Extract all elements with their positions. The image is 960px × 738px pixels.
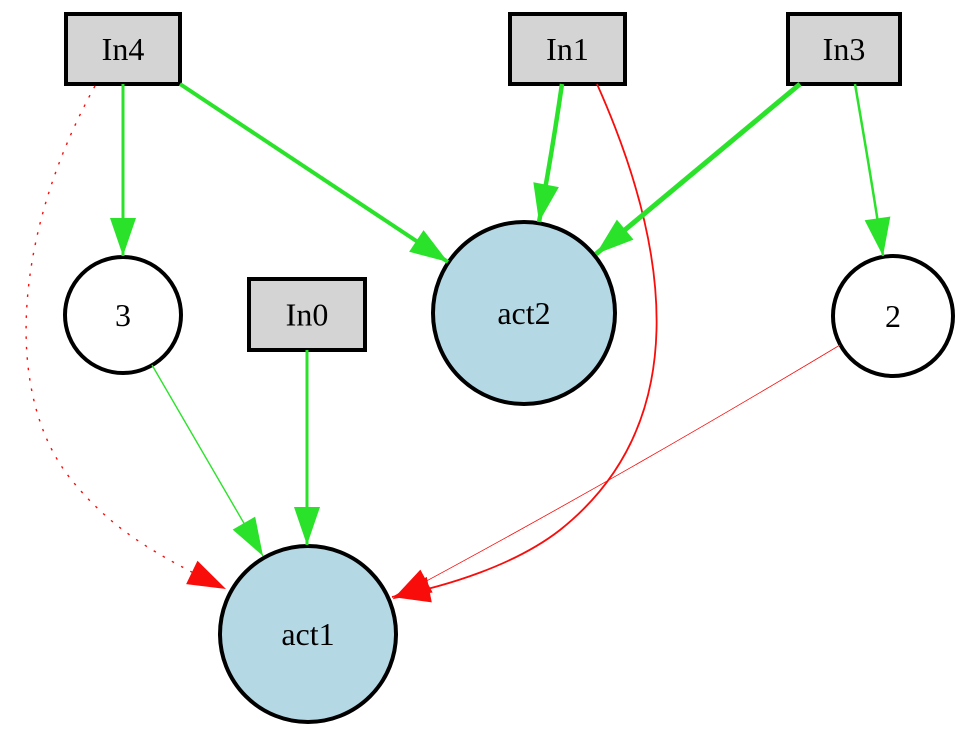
input-box-shape: [247, 277, 367, 352]
node-In0: In0: [247, 277, 367, 352]
state-circle-shape: [431, 220, 617, 406]
state-circle-shape: [218, 544, 398, 724]
node-act2: act2: [431, 220, 617, 406]
edge-In3-n2: [853, 83, 891, 257]
edge-n2-act1: [392, 344, 841, 600]
node-label-In1: In1: [546, 31, 589, 67]
node-label-act2: act2: [497, 295, 550, 331]
node-n3: 3: [63, 255, 183, 375]
edge-In1-act1: [391, 83, 658, 603]
state-circle-shape: [831, 254, 955, 378]
edge-In4-act2: [178, 82, 450, 264]
node-label-In3: In3: [823, 31, 866, 67]
node-In4: In4: [64, 12, 182, 86]
node-label-In4: In4: [102, 31, 145, 67]
node-label-n2: 2: [885, 298, 901, 334]
node-label-act1: act1: [281, 616, 334, 652]
node-In1: In1: [508, 12, 627, 86]
input-box-shape: [786, 12, 902, 86]
edge-In3-act2: [594, 82, 802, 256]
edge-In4-act1: [25, 85, 227, 590]
node-label-In0: In0: [286, 296, 329, 332]
node-n2: 2: [831, 254, 955, 378]
edge-In1-act2: [533, 83, 565, 223]
input-box-shape: [508, 12, 627, 86]
node-In3: In3: [786, 12, 902, 86]
node-act1: act1: [218, 544, 398, 724]
node-label-n3: 3: [115, 297, 131, 333]
state-circle-shape: [63, 255, 183, 375]
edge-n3-act1: [151, 364, 264, 557]
